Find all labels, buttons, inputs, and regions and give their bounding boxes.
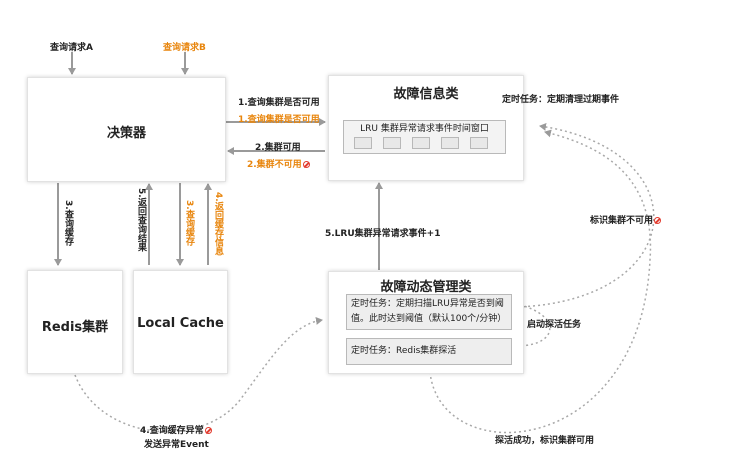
mark-unavailable-label: 标识集群不可用 xyxy=(590,213,662,226)
query-b-label: 查询请求B xyxy=(163,43,206,53)
curve-start-probe xyxy=(517,304,551,350)
edge-return-result: 5.返回查询结果 xyxy=(136,188,146,252)
window-cell xyxy=(354,137,372,149)
lru-window-label: LRU 集群异常请求事件时间窗口 xyxy=(360,124,489,134)
window-cell xyxy=(441,137,459,149)
fault-info-box: 故障信息类 LRU 集群异常请求事件时间窗口 xyxy=(328,75,524,181)
edge-return-cache-info: 4.返回缓存信息 xyxy=(213,192,223,256)
edge-query-cache-local: 3.查询缓存 xyxy=(184,200,194,246)
forbid-icon xyxy=(204,427,212,434)
window-cell xyxy=(470,137,488,149)
start-probe-label: 启动探活任务 xyxy=(527,320,582,330)
edge-query-cache-redis: 3.查询缓存 xyxy=(63,200,73,246)
redis-box: Redis集群 xyxy=(27,270,123,374)
lru-window-box: LRU 集群异常请求事件时间窗口 xyxy=(343,120,506,154)
edge-cluster-available: 2.集群可用 xyxy=(255,143,301,153)
probe-success-label: 探活成功，标识集群可用 xyxy=(495,436,595,446)
scan-task-box: 定时任务：定期扫描LRU异常是否到阈值。此时达到阈值（默认100个/分钟） xyxy=(346,294,512,330)
forbid-icon xyxy=(654,217,662,224)
local-cache-title: Local Cache xyxy=(137,316,224,331)
forbid-icon xyxy=(302,161,310,168)
fault-manager-title: 故障动态管理类 xyxy=(380,280,472,295)
fault-manager-box: 故障动态管理类 定时任务：定期扫描LRU异常是否到阈值。此时达到阈值（默认100… xyxy=(328,271,524,374)
decider-box: 决策器 xyxy=(27,77,226,182)
edge-cluster-unavailable: 2.集群不可用 xyxy=(247,157,310,170)
window-cell xyxy=(412,137,430,149)
redis-title: Redis集群 xyxy=(41,320,109,335)
decider-title: 决策器 xyxy=(106,126,146,141)
timer-cleanup-label: 定时任务：定期清理过期事件 xyxy=(502,95,620,105)
query-a-label: 查询请求A xyxy=(50,43,93,53)
window-cell xyxy=(383,137,401,149)
send-event-label: 发送异常Event xyxy=(144,440,209,450)
edge-lru-event: 5.LRU集群异常请求事件+1 xyxy=(325,229,441,239)
fault-info-title: 故障信息类 xyxy=(393,87,459,102)
edge-query-available-orange: 1.查询集群是否可用 xyxy=(238,115,320,125)
edge-query-available: 1.查询集群是否可用 xyxy=(238,98,320,108)
curve-query-exception xyxy=(74,316,323,433)
probe-task-box: 定时任务：Redis集群探活 xyxy=(346,338,512,365)
curve-probe-success xyxy=(429,129,652,434)
query-exception-label: 4.查询缓存异常 xyxy=(140,423,212,436)
local-cache-box: Local Cache xyxy=(133,270,228,374)
